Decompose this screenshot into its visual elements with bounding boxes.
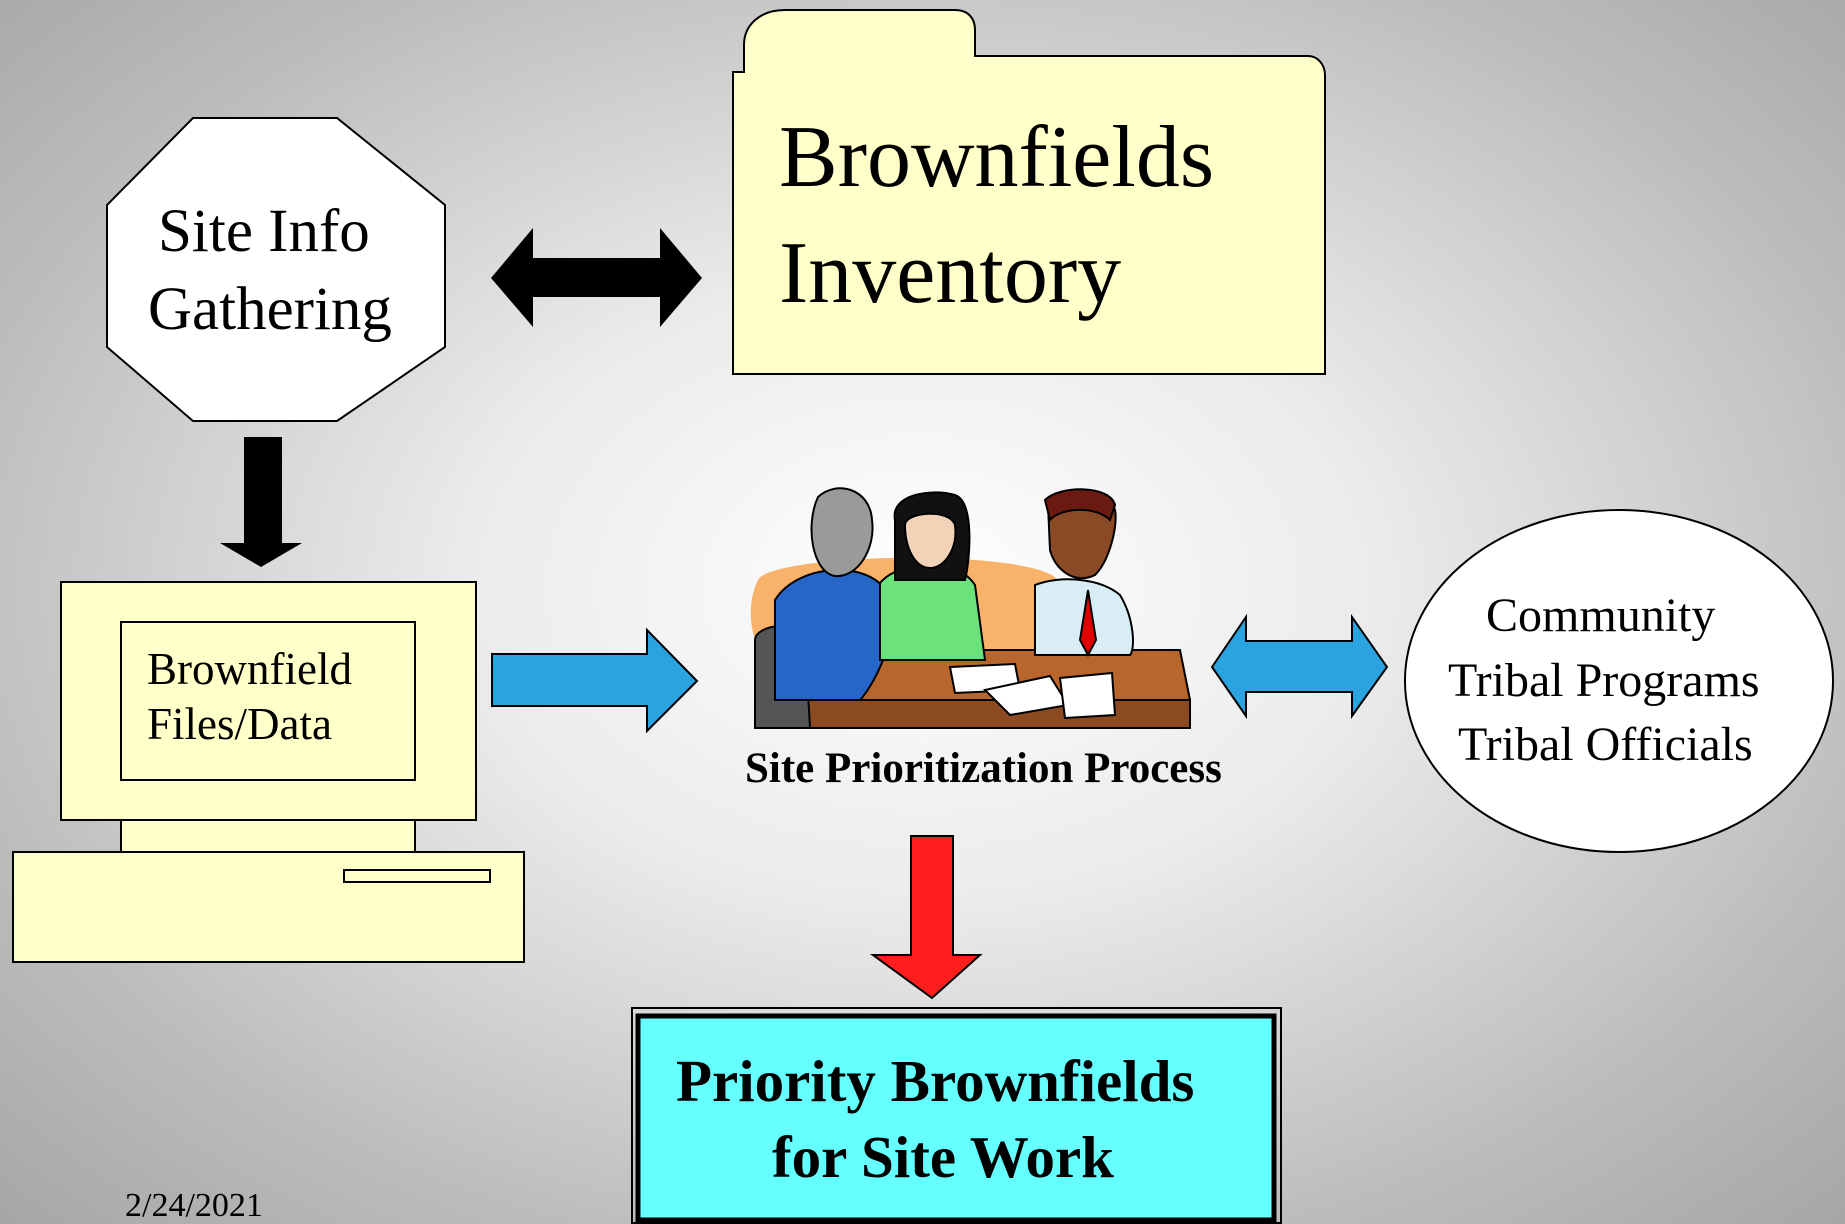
inventory-title-line2: Inventory xyxy=(779,225,1122,322)
meeting-clipart-icon xyxy=(750,487,1192,729)
stakeholder-line3: Tribal Officials xyxy=(1458,718,1753,771)
result-box-outer xyxy=(631,1007,1282,1224)
computer-label-line1: Brownfield xyxy=(147,644,352,694)
stakeholder-line2: Tribal Programs xyxy=(1448,654,1760,707)
right-arrow-icon xyxy=(491,627,699,734)
prioritization-caption: Site Prioritization Process xyxy=(745,745,1222,792)
computer-icon xyxy=(12,581,525,963)
inventory-title-line1: Brownfields xyxy=(779,109,1215,206)
blue-double-arrow-icon xyxy=(1210,613,1389,720)
octagon-label-line1: Site Info xyxy=(158,198,370,265)
double-arrow-icon xyxy=(491,228,702,327)
result-line1: Priority Brownfields xyxy=(676,1048,1195,1114)
computer-label-line2: Files/Data xyxy=(147,699,332,749)
result-box xyxy=(635,1013,1277,1223)
site-info-octagon xyxy=(106,117,446,422)
octagon-label-line2: Gathering xyxy=(148,276,392,343)
folder-icon xyxy=(732,9,1326,375)
red-down-arrow-icon xyxy=(869,835,983,1000)
slide-date: 2/24/2021 xyxy=(125,1187,263,1224)
result-line2: for Site Work xyxy=(772,1124,1114,1190)
stakeholders-ellipse xyxy=(1404,509,1834,853)
stakeholder-line1: Community xyxy=(1486,589,1716,642)
down-arrow-icon xyxy=(220,437,302,567)
